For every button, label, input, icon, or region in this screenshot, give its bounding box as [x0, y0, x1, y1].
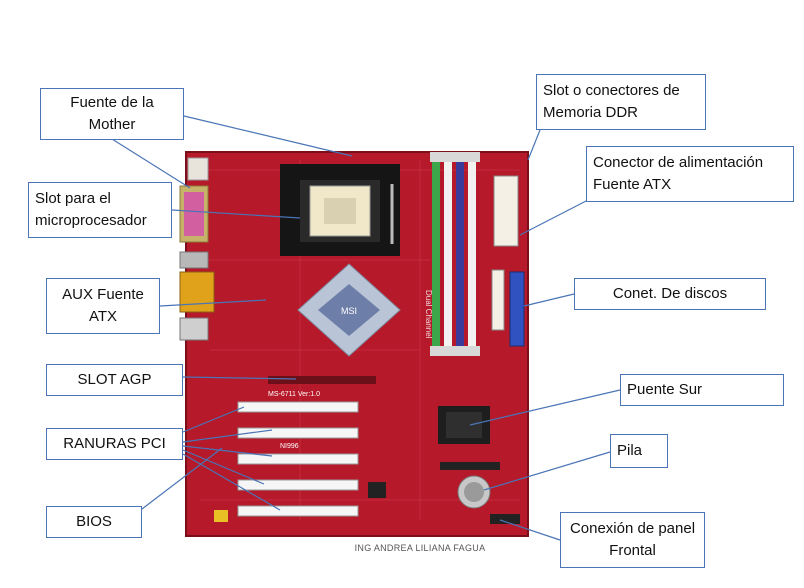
label-ranuras-pci: RANURAS PCI [46, 428, 183, 460]
memory-slots: Dual Channel [424, 152, 480, 356]
ide-connectors [491, 269, 525, 347]
label-aux-fuente-atx: AUX Fuente ATX [46, 278, 160, 334]
leader-lines [111, 115, 621, 541]
floppy-connector [440, 462, 500, 470]
bios-chip [368, 482, 386, 498]
aux-header [214, 510, 228, 522]
label-puente-sur: Puente Sur [620, 374, 784, 406]
watermark: ING ANDREA LILIANA FAGUA [354, 543, 486, 553]
back-panel-connectors [179, 157, 215, 341]
label-slot-microprocesador: Slot para el microprocesador [28, 182, 172, 238]
svg-text:MSI: MSI [341, 306, 357, 316]
label-conector-atx: Conector de alimentación Fuente ATX [586, 146, 794, 202]
cpu-socket [280, 164, 400, 256]
label-pila: Pila [610, 434, 668, 468]
dual-channel-text: Dual Channel [424, 290, 433, 339]
label-conet-discos: Conet. De discos [574, 278, 766, 310]
front-panel-header [490, 514, 520, 524]
label-slot-memoria: Slot o conectores de Memoria DDR [536, 74, 706, 130]
pci-slots: NI996 [237, 401, 359, 517]
agp-slot: MS-6711 Ver:1.0 [268, 376, 376, 398]
atx-power-connector [493, 175, 519, 247]
label-slot-agp: SLOT AGP [46, 364, 183, 396]
chip-text: NI996 [280, 443, 299, 450]
label-panel-frontal: Conexión de panel Frontal [560, 512, 705, 568]
label-fuente-mother: Fuente de la Mother [40, 88, 184, 140]
northbridge-heatsink: MSI [297, 263, 401, 357]
label-bios: BIOS [46, 506, 142, 538]
cmos-battery [457, 475, 491, 509]
southbridge-chip [438, 406, 490, 444]
board-model-text: MS-6711 Ver:1.0 [268, 391, 320, 398]
